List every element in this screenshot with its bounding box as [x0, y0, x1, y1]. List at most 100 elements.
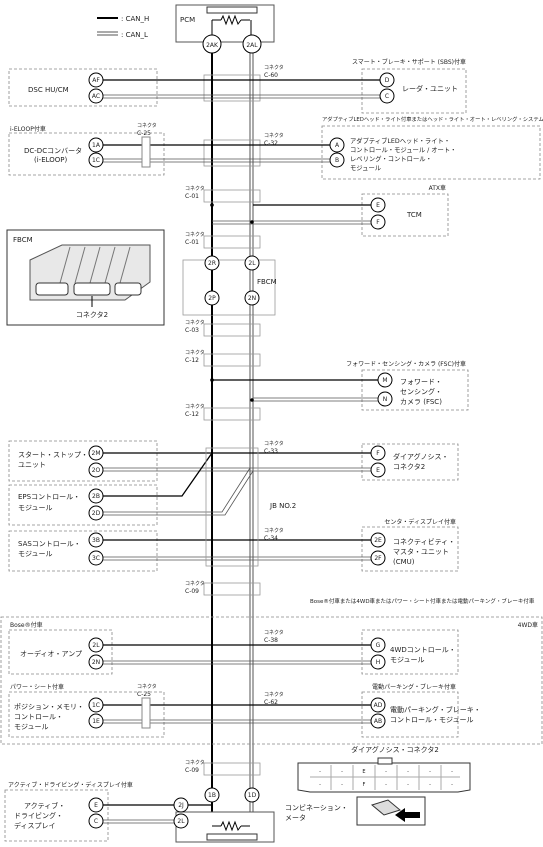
svg-text:2R: 2R — [208, 260, 216, 267]
svg-text:F: F — [376, 450, 380, 457]
svg-text:C: C — [94, 818, 98, 825]
caption-active-display: アクティブ・ドライビング・ディスプレイ付車 — [8, 781, 133, 789]
can-trunk — [211, 40, 254, 826]
epb-label: 電動パーキング・ブレーキ・ — [390, 705, 481, 714]
svg-text:M: M — [382, 377, 387, 384]
svg-text:2D: 2D — [92, 510, 101, 517]
svg-text:1C: 1C — [92, 702, 100, 709]
junction-dots — [210, 203, 254, 402]
svg-text:2L: 2L — [248, 260, 256, 267]
audio-label: オーディオ・アンプ — [20, 649, 82, 658]
pin-dsc-h: AF — [88, 72, 104, 88]
4wd-label: 4WDコントロール・ — [390, 646, 456, 654]
jb-box — [205, 447, 259, 567]
svg-text:コネクタ: コネクタ — [264, 132, 284, 139]
svg-text:モジュール: モジュール — [390, 656, 425, 664]
svg-text:E: E — [376, 202, 380, 209]
pin-seat-l: 1E — [88, 713, 104, 729]
pin-radar-l: C — [379, 88, 395, 104]
svg-text:AF: AF — [92, 77, 100, 84]
pin-sas-l: 3C — [88, 550, 104, 566]
group-boxes — [0, 68, 543, 842]
caption-adaptive-led: アダプティブLEDヘッド・ライト付車またはヘッド・ライト・オート・レベリング・シ… — [322, 115, 543, 123]
svg-text:コネクタ: コネクタ — [185, 403, 205, 410]
pin-fbcm-2l: 2L — [244, 255, 260, 271]
svg-text:2O: 2O — [92, 467, 101, 474]
connector-c33: C-33 — [264, 448, 278, 455]
svg-text:2L: 2L — [177, 818, 185, 825]
svg-text:ディスプレイ: ディスプレイ — [14, 821, 56, 830]
connector-c62: C-62 — [264, 699, 278, 706]
svg-text:コネクタ: コネクタ — [185, 759, 205, 766]
svg-text:1D: 1D — [248, 792, 257, 799]
meter-label: コンビネーション・ — [285, 803, 348, 812]
svg-text:1C: 1C — [92, 157, 100, 164]
svg-text:2M: 2M — [92, 450, 101, 457]
add-label: アクティブ・ — [24, 801, 65, 810]
svg-text:センシング・: センシング・ — [400, 387, 442, 396]
pin-fsc-h: M — [377, 372, 393, 388]
trunk-connector-boxes — [203, 74, 261, 776]
svg-text:ドライビング・: ドライビング・ — [14, 811, 63, 820]
meter-bottom — [175, 811, 275, 843]
pin-tcm-h: E — [370, 197, 386, 213]
left-modules: DSC HU/CM DC-DCコンバータ (i-ELOOP) スタート・ストップ… — [14, 86, 88, 830]
pcm-block: PCM 2AK 2AL — [175, 4, 275, 54]
fbcm-inset-label: コネクタ2 — [76, 310, 108, 319]
svg-text:A: A — [335, 142, 340, 149]
svg-text:2B: 2B — [92, 493, 100, 500]
cmu-label: コネクティビティ・ — [393, 537, 455, 546]
svg-text:-: - — [407, 782, 409, 788]
caption-atx: ATX車 — [429, 184, 446, 192]
pin-4wd-l: H — [370, 654, 386, 670]
svg-text:F: F — [376, 219, 380, 226]
connector-c09a: C-09 — [185, 588, 199, 595]
pin-ss-h: 2M — [88, 445, 104, 461]
pcm-label: PCM — [180, 16, 195, 24]
caption-ieloop: i-ELOOP付車 — [10, 125, 46, 133]
svg-text:-: - — [407, 769, 409, 775]
led-label: アダプティブLEDヘッド・ライト・ — [350, 136, 450, 145]
eps-label: EPSコントロール・ — [18, 493, 80, 501]
pin-dcdc-l: 1C — [88, 152, 104, 168]
connector-c12b: C-12 — [185, 411, 199, 418]
svg-text:コネクタ: コネクタ — [264, 527, 284, 534]
svg-text:G: G — [376, 642, 381, 649]
connector-c01b: C-01 — [185, 239, 199, 246]
svg-text:コネクタ: コネクタ — [185, 580, 205, 587]
svg-text:メータ: メータ — [285, 813, 306, 822]
pin-fbcm-2n: 2N — [244, 290, 260, 306]
pin-epb-h: AD — [370, 697, 386, 713]
start-stop-label: スタート・ストップ・ — [18, 450, 88, 459]
pin-eps-h: 2B — [88, 488, 104, 504]
svg-text:AD: AD — [374, 702, 383, 709]
svg-text:AB: AB — [374, 718, 382, 725]
pin-cmu-l: 2F — [370, 550, 386, 566]
svg-text:D: D — [385, 77, 390, 84]
pin-epb-l: AB — [370, 713, 386, 729]
svg-text:-: - — [451, 782, 453, 788]
svg-text:-: - — [451, 769, 453, 775]
svg-text:ユニット: ユニット — [18, 461, 46, 469]
svg-text:2E: 2E — [374, 537, 382, 544]
svg-text:コネクタ: コネクタ — [264, 629, 284, 636]
pin-tcm-l: F — [370, 214, 386, 230]
svg-text:C: C — [385, 93, 389, 100]
pin-dlc2-l: E — [370, 462, 386, 478]
svg-text:コントロール・モジュール / オート・: コントロール・モジュール / オート・ — [350, 146, 456, 154]
svg-text:コントロール・: コントロール・ — [14, 713, 63, 721]
dlc2-label: ダイアグノシス・ — [393, 452, 449, 461]
svg-text:1E: 1E — [92, 718, 100, 725]
pin-sas-h: 3B — [88, 532, 104, 548]
pin-eps-l: 2D — [88, 505, 104, 521]
dlc-pin-e: E — [362, 769, 365, 775]
svg-text:(CMU): (CMU) — [393, 558, 415, 566]
svg-text:1A: 1A — [92, 142, 101, 149]
sas-label: SASコントロール・ — [18, 540, 81, 548]
pin-add-l: C — [88, 813, 104, 829]
svg-text:コネクタ: コネクタ — [185, 319, 205, 326]
svg-text:-: - — [319, 782, 321, 788]
connector-c12a: C-12 — [185, 357, 199, 364]
